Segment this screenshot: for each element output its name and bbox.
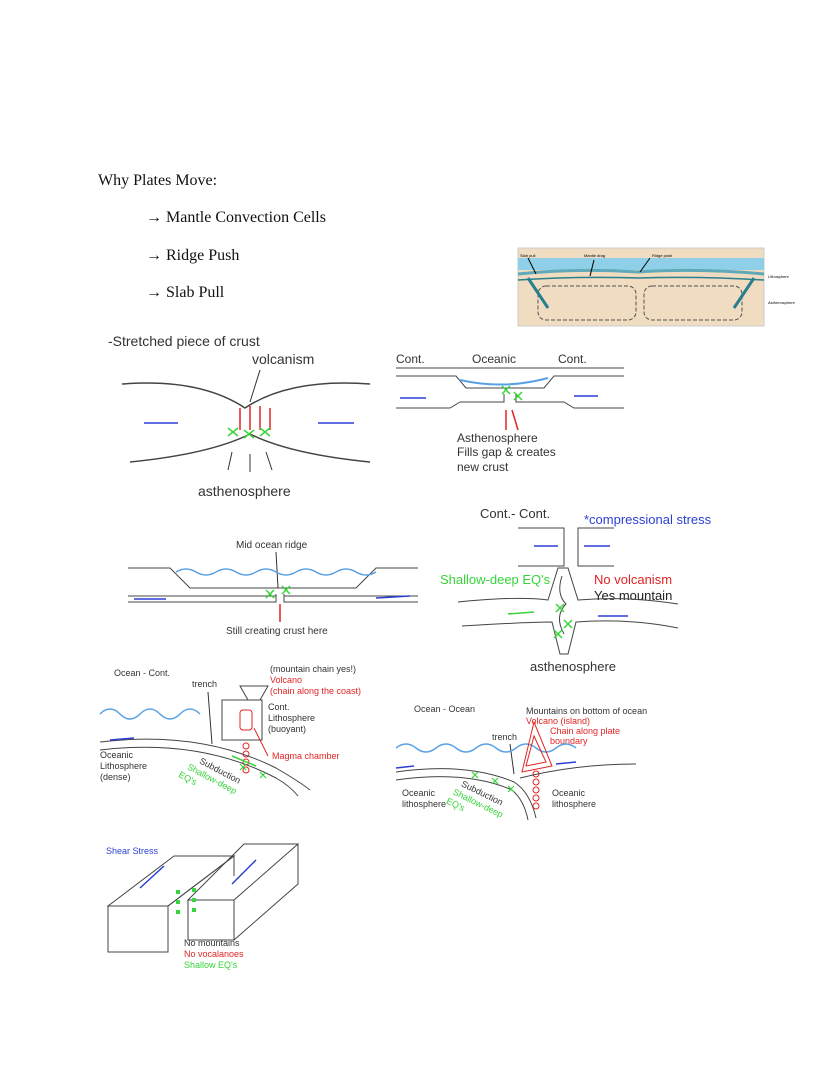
ocean-ocean-diagram: Ocean - Ocean Mountains on bottom of oce… xyxy=(395,704,647,821)
cont-litho-line-3: (buoyant) xyxy=(268,724,306,734)
ridge-caption: Still creating crust here xyxy=(226,626,328,637)
bullet-mantle-convection: → Mantle Convection Cells xyxy=(146,209,326,226)
cont-litho-line-1: Cont. xyxy=(268,702,290,712)
rift-caption-line-1: Asthenosphere xyxy=(457,431,538,445)
cc-asthenosphere-label: asthenosphere xyxy=(530,659,616,674)
bullet-ridge-push: → Ridge Push xyxy=(146,247,240,264)
ocean-cont-diagram: Ocean - Cont. (mountain chain yes!) Volc… xyxy=(99,664,361,797)
ridge-push-label: Ridge push xyxy=(652,253,672,258)
oceanic-litho-line-2: Lithosphere xyxy=(100,761,147,771)
no-volcanism-label: No volcanism xyxy=(594,572,672,587)
yes-mountain-label: Yes mountain xyxy=(594,588,672,603)
mid-ocean-ridge-diagram: Mid ocean ridge Still creating crust her… xyxy=(128,540,418,637)
volcano-chain-label: (chain along the coast) xyxy=(270,686,361,696)
plate-forces-diagram: Slab pull Mantle drag Ridge push Lithosp… xyxy=(517,247,796,327)
no-volcanoes-label: No vocalanoes xyxy=(184,949,244,959)
rift-caption-line-2: Fills gap & creates xyxy=(457,445,556,459)
mid-ocean-ridge-label: Mid ocean ridge xyxy=(236,540,308,551)
bullet-slab-pull: → Slab Pull xyxy=(146,284,225,301)
oo-oceanic-right-line-1: Oceanic xyxy=(552,788,586,798)
rift-caption-line-3: new crust xyxy=(457,460,509,474)
chain-line-2: boundary xyxy=(550,736,588,746)
stretched-crust-diagram: -Stretched piece of crust volcanism asth… xyxy=(108,333,371,499)
ocean-cont-title: Ocean - Cont. xyxy=(114,668,170,678)
trench-label: trench xyxy=(192,679,217,689)
shallow-eqs-label: Shallow EQ's xyxy=(184,960,238,970)
stretched-title: -Stretched piece of crust xyxy=(108,333,260,349)
cont-right-label: Cont. xyxy=(558,352,587,366)
chain-line-1: Chain along plate xyxy=(550,726,620,736)
lithosphere-label: Lithosphere xyxy=(768,274,790,279)
oo-oceanic-left-line-2: lithosphere xyxy=(402,799,446,809)
cont-litho-line-2: Lithosphere xyxy=(268,713,315,723)
heading: Why Plates Move: xyxy=(98,172,218,189)
cont-cont-title: Cont.- Cont. xyxy=(480,506,550,521)
mantle-drag-label: Mantle drag xyxy=(584,253,605,258)
oo-oceanic-left-line-1: Oceanic xyxy=(402,788,436,798)
oo-oceanic-right-line-2: lithosphere xyxy=(552,799,596,809)
oo-trench-label: trench xyxy=(492,732,517,742)
oceanic-litho-line-3: (dense) xyxy=(100,772,131,782)
ocean-ocean-title: Ocean - Ocean xyxy=(414,704,475,714)
shear-stress-diagram: Shear Stress No mountains No vocalanoes … xyxy=(106,843,300,970)
oceanic-litho-line-1: Oceanic xyxy=(100,750,134,760)
shallow-deep-eqs-label: Shallow-deep EQ's xyxy=(440,572,551,587)
volcanism-label: volcanism xyxy=(252,351,314,367)
oceanic-label: Oceanic xyxy=(472,352,516,366)
compressional-stress-label: *compressional stress xyxy=(584,512,712,527)
volcano-label: Volcano xyxy=(270,675,302,685)
volcano-island-label: Volcano (island) xyxy=(526,716,590,726)
no-mountains-label: No mountains xyxy=(184,938,240,948)
magma-chamber-label: Magma chamber xyxy=(272,751,340,761)
shear-stress-title: Shear Stress xyxy=(106,846,159,856)
mountains-bottom-label: Mountains on bottom of ocean xyxy=(526,706,647,716)
cont-cont-diagram: Cont.- Cont. *compressional stress Shall… xyxy=(440,506,712,674)
cont-left-label: Cont. xyxy=(396,352,425,366)
asthenosphere-label: asthenosphere xyxy=(198,483,291,499)
asthenosphere-label: Asthenosphere xyxy=(768,300,796,305)
rift-diagram: Cont. Oceanic Cont. Asthenosphere Fills … xyxy=(396,352,624,474)
mountain-chain-label: (mountain chain yes!) xyxy=(270,664,356,674)
slab-pull-label: Slab pull xyxy=(520,253,535,258)
